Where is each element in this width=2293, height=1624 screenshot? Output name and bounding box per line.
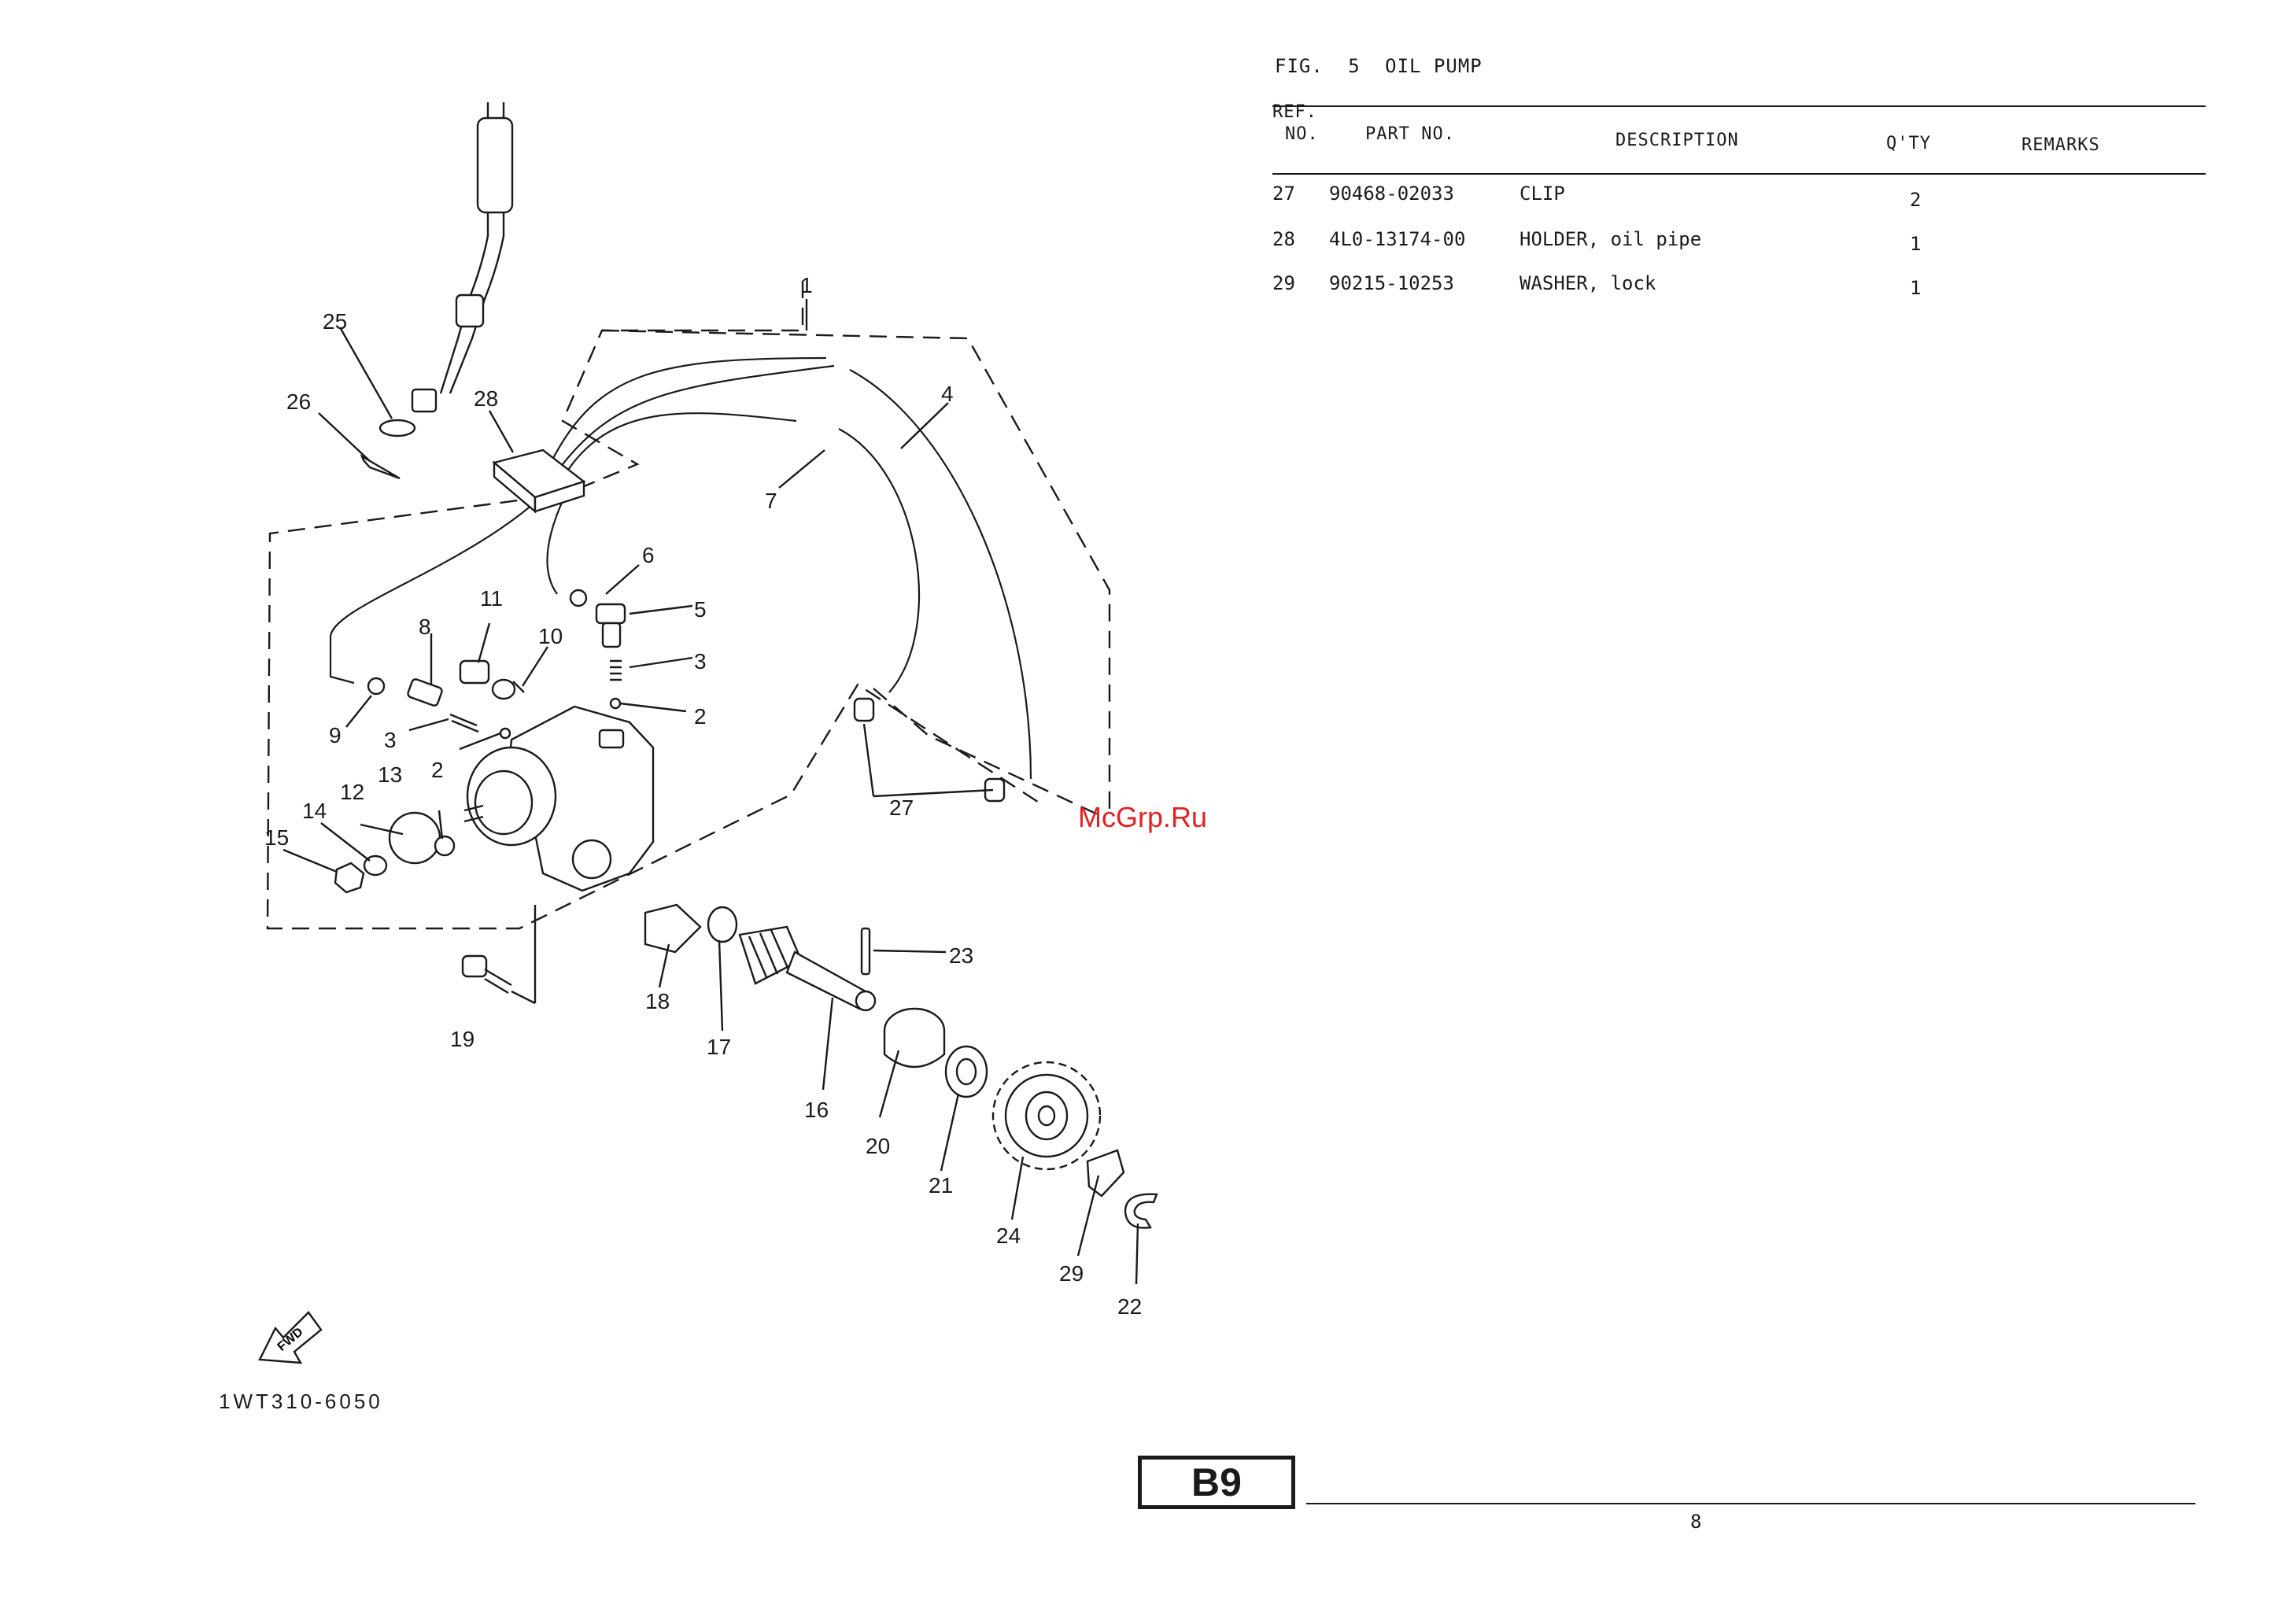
table-top-rule bbox=[1272, 105, 2206, 107]
callout-18: 18 bbox=[645, 989, 670, 1013]
cell-qty: 1 bbox=[1910, 277, 1921, 299]
callout-5: 5 bbox=[694, 597, 707, 622]
callout-13: 13 bbox=[378, 762, 402, 787]
oil-pump-exploded-diagram: 1 2 2 3 3 4 5 6 7 8 9 10 11 12 13 14 15 … bbox=[0, 0, 1259, 1624]
pump-body bbox=[464, 707, 653, 891]
cell-ref: 29 bbox=[1272, 272, 1295, 294]
figure-name: OIL PUMP bbox=[1385, 55, 1483, 77]
cell-description: HOLDER, oil pipe bbox=[1519, 228, 1701, 250]
part-23-pin bbox=[862, 928, 870, 974]
cell-description: WASHER, lock bbox=[1519, 272, 1656, 294]
group-outline-upper bbox=[268, 281, 1045, 928]
callout-27: 27 bbox=[889, 795, 914, 820]
callout-28: 28 bbox=[474, 386, 498, 411]
part-18-gasket bbox=[645, 905, 700, 952]
part-19-bolt bbox=[463, 956, 511, 993]
cell-part-no: 4L0-13174-00 bbox=[1329, 228, 1465, 250]
fwd-arrow-icon: FWD bbox=[260, 1312, 321, 1363]
part-29-lock-washer bbox=[1087, 1150, 1124, 1196]
callout-21: 21 bbox=[929, 1173, 953, 1198]
part-16-worm-shaft bbox=[740, 927, 875, 1010]
section-code: B9 bbox=[1142, 1460, 1291, 1505]
cell-description: CLIP bbox=[1519, 183, 1565, 205]
callout-16: 16 bbox=[804, 1098, 829, 1122]
catalog-code: 1WT310-6050 bbox=[219, 1390, 383, 1414]
callout-10: 10 bbox=[538, 624, 563, 648]
table-row: 28 4L0-13174-00 HOLDER, oil pipe 1 bbox=[1272, 228, 2206, 260]
cell-ref: 28 bbox=[1272, 228, 1295, 250]
callout-14: 14 bbox=[302, 799, 327, 823]
page-number: 8 bbox=[1690, 1511, 1701, 1533]
part-20-bush bbox=[884, 1009, 944, 1067]
header-remarks: REMARKS bbox=[2022, 135, 2100, 155]
cell-part-no: 90468-02033 bbox=[1329, 183, 1454, 205]
header-part-no: PART NO. bbox=[1365, 124, 1455, 144]
header-description: DESCRIPTION bbox=[1615, 131, 1739, 150]
watermark-text: McGrp.Ru bbox=[1078, 801, 1207, 834]
header-ref-line1: REF. bbox=[1272, 102, 1317, 122]
callout-3-right: 3 bbox=[694, 649, 707, 674]
header-ref-line2: NO. bbox=[1285, 124, 1319, 144]
callout-26: 26 bbox=[286, 389, 311, 414]
table-row: 29 90215-10253 WASHER, lock 1 bbox=[1272, 272, 2206, 304]
callout-22: 22 bbox=[1117, 1294, 1142, 1319]
callout-23: 23 bbox=[949, 943, 973, 968]
callout-1: 1 bbox=[800, 273, 813, 297]
callout-19: 19 bbox=[450, 1027, 474, 1051]
callout-2-left: 2 bbox=[431, 758, 444, 782]
callout-7: 7 bbox=[765, 489, 777, 513]
callout-12: 12 bbox=[340, 780, 364, 804]
table-header-rule bbox=[1272, 173, 2206, 175]
header-qty: Q'TY bbox=[1886, 134, 1931, 153]
figure-label: FIG. bbox=[1275, 55, 1324, 77]
cell-qty: 2 bbox=[1910, 189, 1921, 211]
part-27-clip-a bbox=[855, 699, 873, 721]
cell-part-no: 90215-10253 bbox=[1329, 272, 1454, 294]
callout-17: 17 bbox=[707, 1035, 731, 1059]
group-outline-right bbox=[602, 330, 1110, 814]
callout-11: 11 bbox=[480, 586, 503, 611]
callout-8: 8 bbox=[419, 615, 431, 639]
figure-title: FIG. 5 OIL PUMP bbox=[1275, 55, 1483, 77]
figure-number: 5 bbox=[1348, 55, 1360, 77]
part-25-o-ring bbox=[380, 420, 415, 436]
pump-cable bbox=[412, 102, 512, 412]
part-17-o-ring bbox=[708, 907, 737, 942]
callout-6: 6 bbox=[642, 543, 655, 567]
cell-qty: 1 bbox=[1910, 233, 1921, 255]
table-row: 27 90468-02033 CLIP 2 bbox=[1272, 183, 2206, 214]
callout-29: 29 bbox=[1059, 1261, 1084, 1286]
callout-3-left: 3 bbox=[384, 728, 397, 752]
cell-ref: 27 bbox=[1272, 183, 1295, 205]
callout-4: 4 bbox=[941, 382, 954, 406]
section-badge: B9 bbox=[1138, 1456, 1295, 1509]
oil-pipes bbox=[330, 358, 1031, 779]
callout-15: 15 bbox=[264, 825, 289, 850]
callout-20: 20 bbox=[866, 1134, 890, 1158]
callout-9: 9 bbox=[329, 723, 342, 747]
part-22-circlip bbox=[1125, 1194, 1157, 1228]
front-hardware bbox=[335, 813, 454, 892]
callout-2-right: 2 bbox=[694, 704, 707, 729]
footer-rule bbox=[1306, 1503, 2195, 1504]
callout-24: 24 bbox=[996, 1224, 1021, 1248]
part-24-gear bbox=[993, 1062, 1100, 1169]
part-21-oil-seal bbox=[946, 1046, 987, 1097]
callout-25: 25 bbox=[323, 309, 347, 334]
